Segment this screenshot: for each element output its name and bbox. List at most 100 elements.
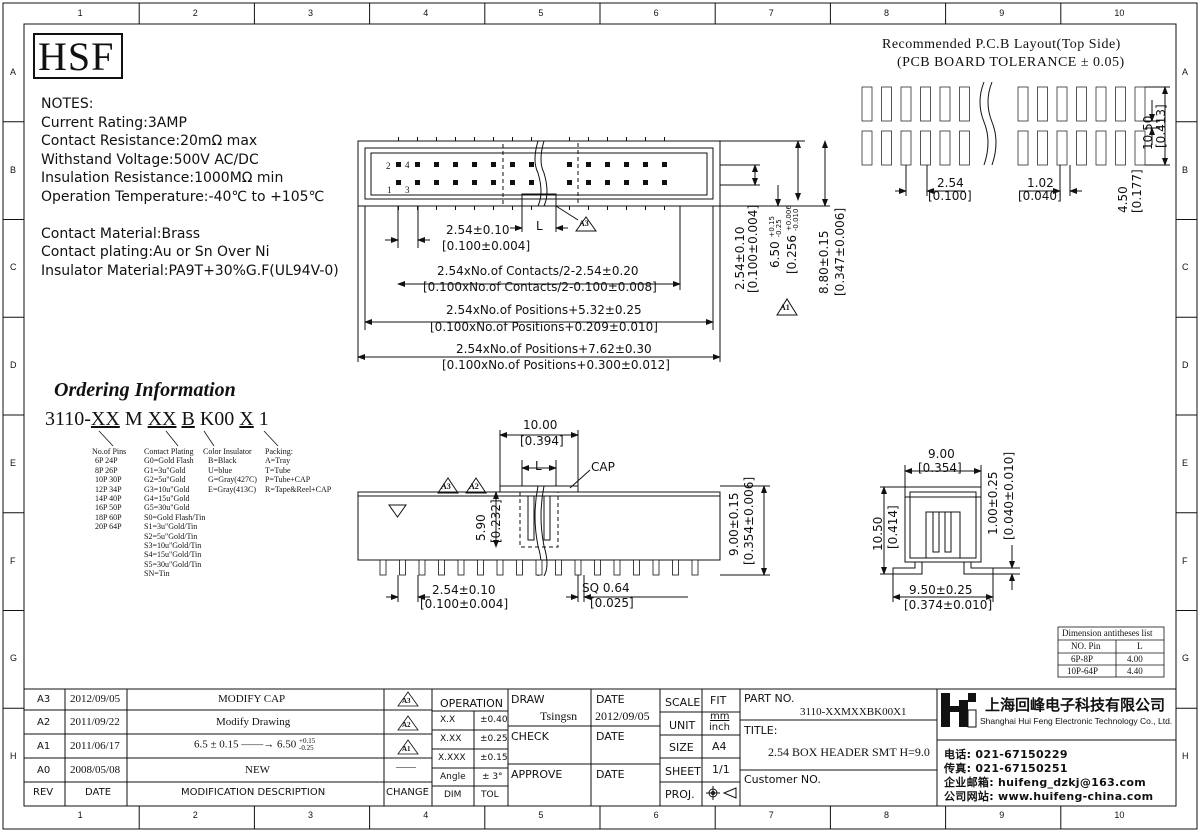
rev-cell: A0 <box>37 765 51 776</box>
front-dim-900-in: [0.354±0.006] <box>742 476 756 565</box>
front-pin <box>613 559 621 576</box>
front-pin <box>652 559 660 576</box>
antitheses-cell: 4.00 <box>1127 654 1143 664</box>
border-row-label: E <box>1182 457 1189 468</box>
pcb-pad <box>861 130 873 166</box>
rev-date: 2011/09/22 <box>70 716 120 728</box>
front-cap-label: CAP <box>591 460 615 474</box>
top-pin <box>662 162 667 167</box>
top-pin <box>643 162 648 167</box>
front-dim-cap: 10.00 <box>523 418 558 432</box>
tolerance-title: OPERATION <box>440 697 503 710</box>
pcb-pad <box>861 86 873 122</box>
border-column-label: 7 <box>768 810 774 820</box>
front-pin <box>516 559 523 576</box>
border-column-label: 4 <box>423 8 429 18</box>
side-dim-100-in: [0.040±0.010] <box>1002 451 1016 540</box>
top-dim-positions2: 2.54xNo.of Positions+7.62±0.30 <box>456 342 652 356</box>
antitheses-cell: 4.40 <box>1127 666 1143 676</box>
front-pin <box>418 559 426 576</box>
notes-line: Operation Temperature:-40℃ to +105℃ <box>41 188 325 205</box>
border-column-label: 9 <box>999 810 1005 820</box>
top-dim-pitch-in: [0.100±0.004] <box>442 239 531 253</box>
rev-header: CHANGE <box>386 787 429 798</box>
packing-option: A=Tray <box>265 456 291 466</box>
plating-option: SN=Tin <box>144 569 170 579</box>
rev-date: 2008/05/08 <box>70 764 121 776</box>
notes-line <box>41 206 339 225</box>
tol-value: ±0.40 <box>480 715 508 725</box>
side-dim-950-in: [0.374±0.010] <box>904 598 993 612</box>
top-pin <box>605 180 610 185</box>
approve-label: APPROVE <box>511 768 563 781</box>
front-pin <box>496 559 504 576</box>
top-pin <box>510 162 515 167</box>
top-pin <box>586 180 591 185</box>
pcb-pad <box>1017 130 1029 166</box>
plating-option: S4=15u"Gold/Tin <box>144 550 202 560</box>
front-pin <box>691 559 699 576</box>
pcb-pad <box>900 130 912 166</box>
border-column-label: 8 <box>884 8 890 18</box>
dim-0256-value: [0.256 <box>785 234 799 274</box>
border-column-label: 4 <box>423 810 429 820</box>
plating-option: G3=10u"Gold <box>144 484 190 494</box>
notes-block: NOTES: Current Rating:3AMP Contact Resis… <box>41 95 339 280</box>
top-pin <box>415 162 420 167</box>
border-row-label: H <box>10 751 17 762</box>
rev-desc-tol-up: +0.15 <box>299 737 316 745</box>
rev-date: 2011/06/17 <box>70 740 120 752</box>
top-pin <box>605 162 610 167</box>
color-option: E=Gray(413C) <box>208 484 257 494</box>
pcb-dim-gap: 4.50 <box>1116 186 1130 213</box>
front-dim-pitch: 2.54±0.10 <box>432 583 496 597</box>
plating-option: S5=30u"Gold/Tin <box>144 559 202 569</box>
top-pin <box>643 180 648 185</box>
top-pin <box>567 180 572 185</box>
border-column-label: 10 <box>1114 810 1125 820</box>
border-column-label: 5 <box>538 810 544 820</box>
pcb-pad <box>1056 86 1068 122</box>
pcb-pad <box>920 130 931 166</box>
rev-desc: NEW <box>245 764 271 776</box>
pin-label: 1 <box>387 185 392 195</box>
ordering-title: Ordering Information <box>54 379 236 401</box>
rev-mark-a3: A3 <box>579 219 589 228</box>
code-part: 3110- <box>45 408 91 430</box>
top-dim-contacts-in: [0.100xNo.of Contacts/2-0.100±0.008] <box>423 280 657 294</box>
date-label: DATE <box>596 693 625 706</box>
pin-label: 3 <box>405 185 410 195</box>
top-pin <box>453 162 458 167</box>
pcb-pad <box>1095 130 1107 166</box>
plating-option: G0=Gold Flash <box>144 456 194 466</box>
rev-mark: A1 <box>402 745 411 753</box>
top-pin <box>529 180 534 185</box>
antitheses-table-grid <box>1057 626 1165 678</box>
front-pin <box>477 559 484 576</box>
plating-option: S0=Gold Flash/Tin <box>144 512 206 522</box>
antitheses-title: Dimension antitheses list <box>1062 628 1153 638</box>
border-row-label: G <box>10 653 18 664</box>
top-pin <box>529 162 534 167</box>
sheet-label: SHEET <box>665 765 701 778</box>
pcb-pad <box>1076 130 1087 166</box>
color-option: U=blue <box>208 465 233 475</box>
border-column-label: 1 <box>77 8 83 18</box>
pcb-pad <box>881 130 892 166</box>
pcb-dim-gap-in: [0.177] <box>1130 169 1144 213</box>
pins-option: 18P 60P <box>95 512 122 522</box>
rev-header: REV <box>33 787 54 798</box>
top-pin <box>491 180 496 185</box>
pcb-dim-pad-in: [0.040] <box>1018 189 1062 203</box>
tol-value: ± 3° <box>482 772 503 782</box>
pcb-pad <box>959 130 970 166</box>
plating-option: G5=30u"Gold <box>144 503 190 513</box>
unit-value-mm: mm <box>710 711 730 722</box>
hsf-logo-box <box>33 33 123 79</box>
top-dim-row-in: [0.100±0.004] <box>746 204 760 293</box>
rev-desc-tol-dn: -0.25 <box>299 744 314 752</box>
border-column-label: 10 <box>1114 8 1125 18</box>
pcb-pad <box>1076 86 1087 122</box>
front-pin <box>399 559 406 576</box>
pcb-dim-pitch: 2.54 <box>937 176 964 190</box>
